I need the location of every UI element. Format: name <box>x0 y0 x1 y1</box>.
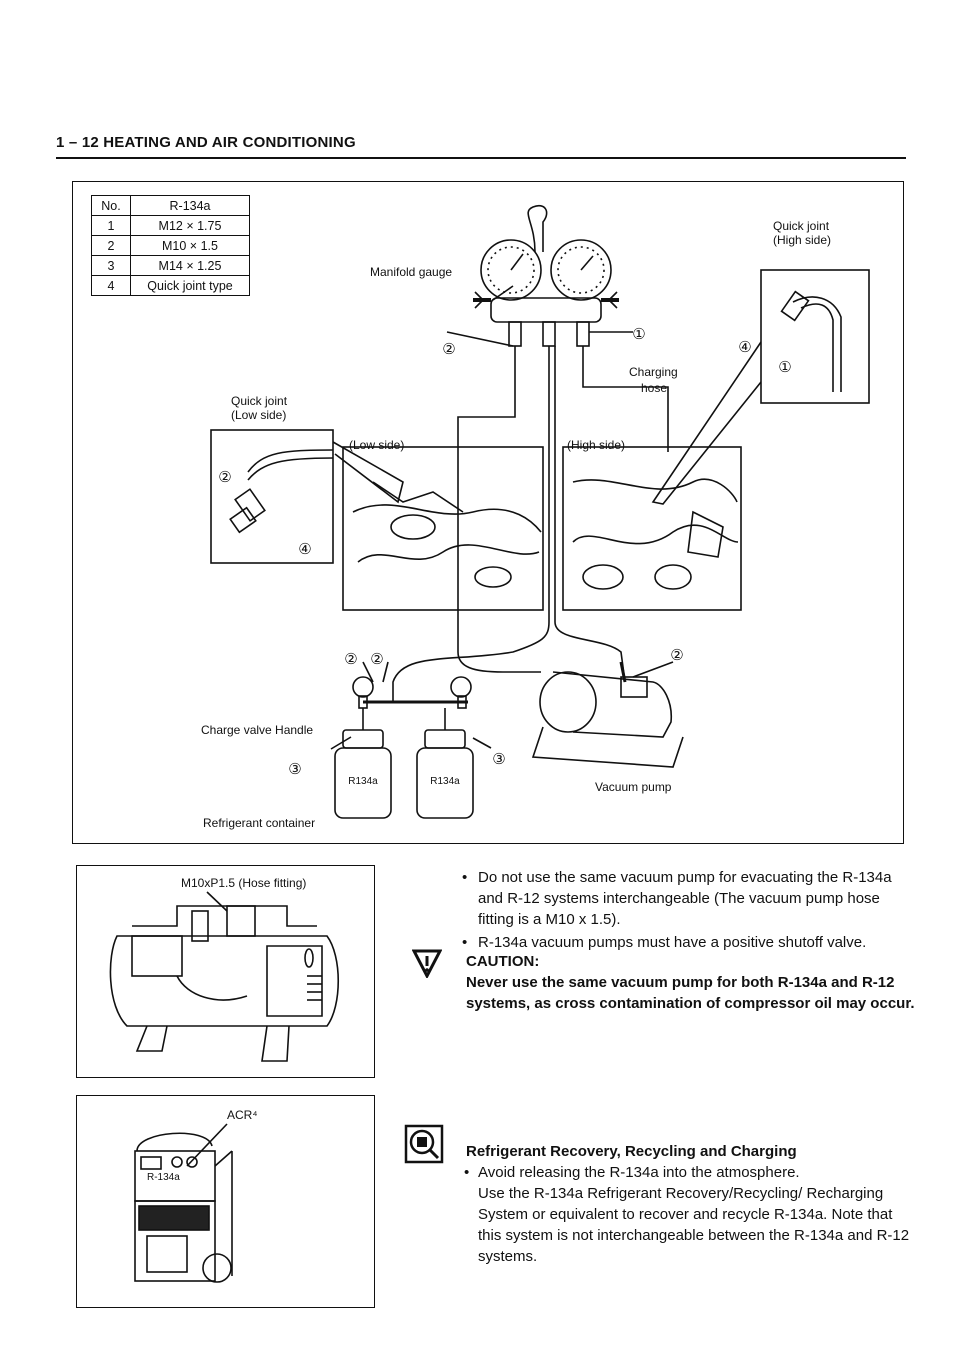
callout-1-gauge: ① <box>632 325 645 343</box>
fitting-spec-table: No. R-134a 1 M12 × 1.75 2 M10 × 1.5 3 M1… <box>91 195 250 296</box>
callout-3-left: ③ <box>288 760 301 778</box>
label-charging-hose-1: Charging <box>629 365 678 379</box>
acr4-illustration: R-134a <box>134 1123 233 1283</box>
list-item: R-134a vacuum pumps must have a positive… <box>462 932 914 953</box>
recovery-bullet: Avoid releasing the R-134a into the atmo… <box>464 1162 916 1183</box>
label-quick-joint-low-1: Quick joint <box>231 394 288 408</box>
refrigerant-can-right <box>416 747 474 819</box>
vacuum-pump-figure: M10xP1.5 (Hose fitting) <box>76 865 375 1078</box>
caution-block: CAUTION: Never use the same vacuum pump … <box>466 951 916 1014</box>
caution-icon <box>412 949 442 978</box>
quick-joint-high-detail <box>760 269 870 404</box>
callout-2-low: ② <box>218 468 231 486</box>
vacuum-pump-notes: Do not use the same vacuum pump for evac… <box>454 867 914 955</box>
label-quick-joint-low-2: (Low side) <box>231 408 287 422</box>
acr4-unit-label: R-134a <box>147 1172 180 1183</box>
manifold-gauge-diagram: No. R-134a 1 M12 × 1.75 2 M10 × 1.5 3 M1… <box>72 181 904 844</box>
label-hose-fitting: M10xP1.5 (Hose fitting) <box>181 876 307 890</box>
low-pressure-gauge <box>480 239 542 301</box>
label-vacuum-pump: Vacuum pump <box>595 780 672 794</box>
label-acr4: ACR⁴ <box>227 1108 258 1122</box>
quick-joint-low-detail <box>210 429 334 564</box>
callout-2-pump: ② <box>670 646 683 664</box>
callout-2-valve-right: ② <box>370 650 383 668</box>
high-pressure-gauge <box>550 239 612 301</box>
label-high-side: (High side) <box>567 438 626 452</box>
label-manifold-gauge: Manifold gauge <box>370 265 453 279</box>
callout-1-high: ① <box>778 358 791 376</box>
vacuum-pump-illustration <box>109 891 340 1062</box>
callout-4-high: ④ <box>738 338 751 356</box>
service-manual-icon <box>404 1124 444 1164</box>
label-charging-hose-2: hose <box>641 381 668 395</box>
can-label-right: R134a <box>430 776 460 787</box>
high-side-photo <box>562 446 742 611</box>
label-low-side: (Low side) <box>349 438 405 452</box>
recovery-title: Refrigerant Recovery, Recycling and Char… <box>466 1143 797 1160</box>
callout-2-valve-left: ② <box>344 650 357 668</box>
label-quick-joint-high-2: (High side) <box>773 233 832 247</box>
table-row: 4 Quick joint type <box>91 275 250 296</box>
callout-4-low: ④ <box>298 540 311 558</box>
recovery-section: Refrigerant Recovery, Recycling and Char… <box>464 1141 916 1267</box>
list-item: Do not use the same vacuum pump for evac… <box>462 867 914 930</box>
refrigerant-can-left <box>334 747 392 819</box>
caution-title: CAUTION: <box>466 953 540 970</box>
caution-text: Never use the same vacuum pump for both … <box>466 974 915 1012</box>
label-charge-valve-handle: Charge valve Handle <box>201 723 314 737</box>
label-refrigerant-container: Refrigerant container <box>203 816 316 830</box>
page-header: 1 – 12 HEATING AND AIR CONDITIONING <box>56 134 356 151</box>
manifold-illustration: R134a R134a ① ② ① ④ ② ④ ② ② ② ③ ③ <box>210 204 870 819</box>
acr4-figure: ACR⁴ R-134a <box>76 1095 375 1308</box>
recovery-text: Use the R-134a Refrigerant Recovery/Recy… <box>478 1185 910 1265</box>
label-quick-joint-high-1: Quick joint <box>773 219 830 233</box>
header-rule <box>56 157 906 159</box>
can-label-left: R134a <box>348 776 378 787</box>
callout-3-right: ③ <box>492 750 505 768</box>
low-side-photo <box>342 446 544 611</box>
table-cell: Quick joint type <box>130 275 250 296</box>
callout-2-gauge: ② <box>442 340 455 358</box>
